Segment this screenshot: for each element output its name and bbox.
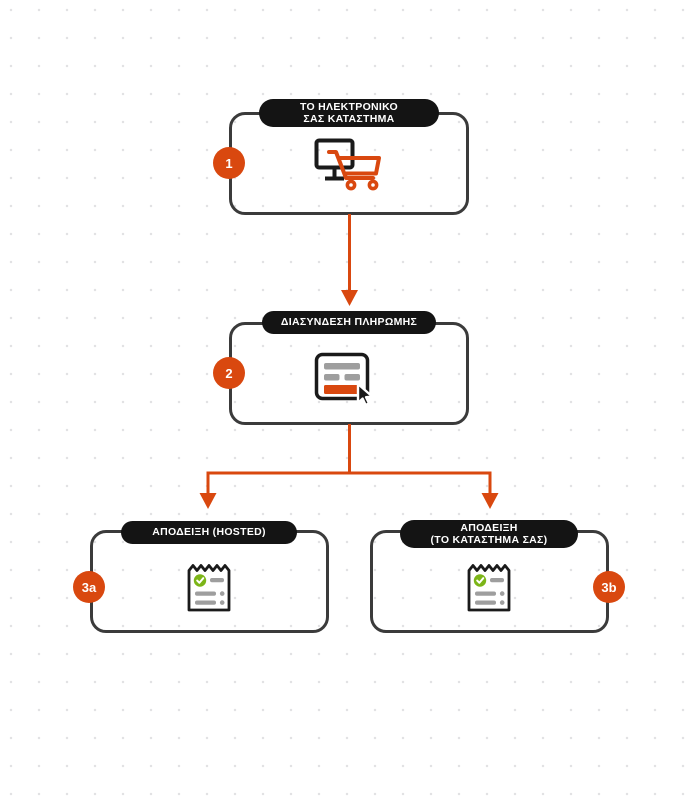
connector-step2-branch [198,424,503,516]
receipt-check-icon [186,562,233,614]
node-step-2-title: ΔΙΑΣΥΝΔΕΣΗ ΠΛΗΡΩΜΗΣ [262,311,436,334]
connector-step1-to-step2 [330,214,370,309]
node-step-3a-badge: 3a [73,571,105,603]
node-step-3b-badge: 3b [593,571,625,603]
node-step-3a-title: ΑΠΟΔΕΙΞΗ (HOSTED) [121,521,297,544]
receipt-check-icon [466,562,513,614]
node-step-2-badge: 2 [213,357,245,389]
node-step-3b-title: ΑΠΟΔΕΙΞΗ (ΤΟ ΚΑΤΑΣΤΗΜΑ ΣΑΣ) [400,520,578,548]
node-step-1-badge: 1 [213,147,245,179]
payment-form-cursor-icon [314,352,384,406]
node-step-1-title: ΤΟ ΗΛΕΚΤΡΟΝΙΚΟ ΣΑΣ ΚΑΤΑΣΤΗΜΑ [259,99,439,127]
monitor-shopping-cart-icon [313,137,385,191]
